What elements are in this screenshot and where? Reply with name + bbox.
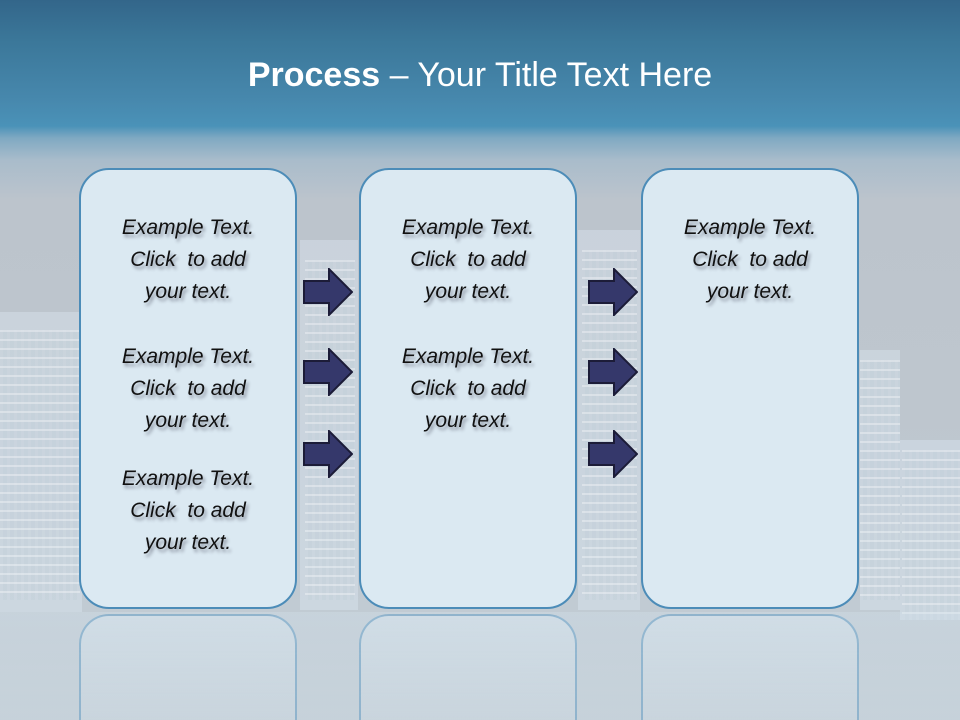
right-arrow-icon[interactable]	[303, 430, 353, 478]
water-reflection	[0, 612, 960, 720]
building-right	[860, 350, 900, 610]
title-bold: Process	[247, 56, 381, 94]
process-box-2[interactable]: Example Text. Click to add your text. Ex…	[359, 168, 577, 609]
building-windows	[0, 330, 80, 600]
building-left	[0, 312, 82, 612]
right-arrow-icon[interactable]	[303, 348, 353, 396]
building-windows	[902, 450, 960, 620]
process-box-1[interactable]: Example Text. Click to add your text. Ex…	[79, 168, 297, 609]
text-block[interactable]: Example Text. Click to add your text.	[401, 345, 535, 432]
right-arrow-icon[interactable]	[588, 348, 638, 396]
building-windows	[582, 250, 637, 600]
text-block[interactable]: Example Text. Click to add your text.	[401, 216, 535, 303]
building-windows	[305, 260, 355, 600]
building-windows	[860, 360, 900, 600]
text-block[interactable]: Example Text. Click to add your text.	[121, 467, 255, 554]
box-reflection	[359, 614, 577, 720]
text-block[interactable]: Example Text. Click to add your text.	[683, 216, 817, 303]
right-arrow-icon[interactable]	[588, 430, 638, 478]
process-box-3[interactable]: Example Text. Click to add your text.	[641, 168, 859, 609]
text-block[interactable]: Example Text. Click to add your text.	[121, 345, 255, 432]
box-reflection	[79, 614, 297, 720]
building-far-right	[900, 440, 960, 620]
title-rest: – Your Title Text Here	[380, 56, 713, 94]
right-arrow-icon[interactable]	[303, 268, 353, 316]
slide-title[interactable]: Process – Your Title Text Here	[0, 52, 960, 98]
box-reflection	[641, 614, 859, 720]
right-arrow-icon[interactable]	[588, 268, 638, 316]
text-block[interactable]: Example Text. Click to add your text.	[121, 216, 255, 303]
